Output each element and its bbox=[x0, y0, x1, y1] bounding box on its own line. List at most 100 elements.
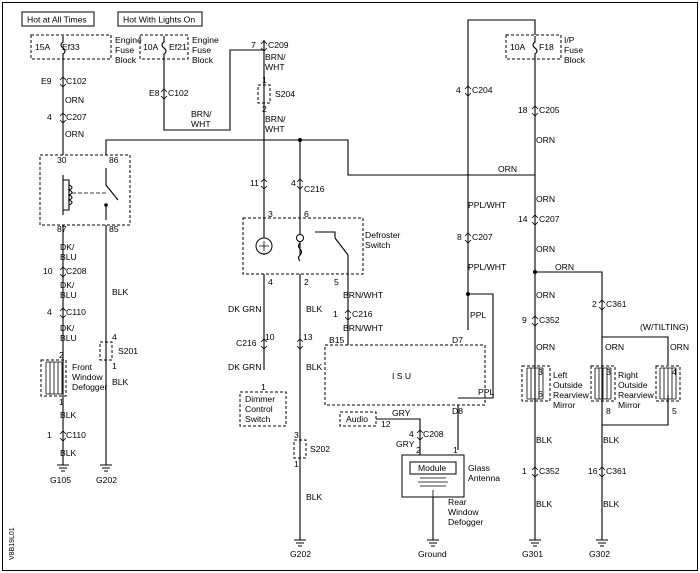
wire-audio-gry bbox=[376, 418, 421, 455]
wire-blk-85-1: BLK bbox=[112, 287, 129, 297]
defroster-pin-5: 5 bbox=[334, 277, 339, 287]
pin-18-c205: 18 bbox=[518, 105, 528, 115]
pin-9-c352: 9 bbox=[522, 315, 527, 325]
wire-brn-wht-c209-b: WHT bbox=[265, 62, 285, 72]
defroster-pin-6: 6 bbox=[304, 209, 309, 219]
connector-c110-top: C110 bbox=[66, 307, 86, 317]
pin-2-c361: 2 bbox=[592, 299, 597, 309]
ground-g202-center-symbol bbox=[294, 539, 306, 547]
relay-pin-86: 86 bbox=[109, 155, 119, 165]
pin-10-c208: 10 bbox=[43, 266, 53, 276]
fuse-ef33-block bbox=[30, 34, 112, 60]
right-mirror-label-2: Outside bbox=[618, 380, 648, 390]
defroster-switch-label-2: Switch bbox=[365, 240, 391, 250]
wire-blk-front-1: BLK bbox=[60, 410, 77, 420]
fuse-ef21-id: Ef21 bbox=[169, 42, 187, 52]
fuse-ef33-id: Ef33 bbox=[62, 42, 80, 52]
tilting-mirror-box bbox=[655, 365, 681, 402]
wire-blk-85-2: BLK bbox=[112, 377, 129, 387]
wire-gry-1: GRY bbox=[392, 408, 411, 418]
connector-c205: C205 bbox=[539, 105, 560, 115]
right-mirror-label-1: Right bbox=[618, 370, 639, 380]
pin-14-c207: 14 bbox=[518, 214, 528, 224]
wire-dk-blu-3b: BLU bbox=[60, 333, 77, 343]
splice-s201-box bbox=[99, 341, 113, 361]
wire-dk-blu-2a: DK/ bbox=[60, 280, 75, 290]
connector-c208-left: C208 bbox=[66, 266, 87, 276]
splice-s201: S201 bbox=[118, 346, 138, 356]
connector-c352-top: C352 bbox=[539, 315, 560, 325]
wire-orn-bus: ORN bbox=[498, 164, 517, 174]
connector-chevrons bbox=[59, 40, 606, 478]
wire-brn-wht-s204-a: BRN/ bbox=[265, 114, 286, 124]
wire-orn-left: ORN bbox=[65, 95, 84, 105]
pin-4-c204: 4 bbox=[456, 85, 461, 95]
connector-c208-mid: C208 bbox=[423, 429, 444, 439]
pin-7-c209: 7 bbox=[251, 40, 256, 50]
fuse-ef21-symbol bbox=[161, 36, 167, 60]
relay-block bbox=[39, 154, 131, 226]
tilting-mirror-pin-4: 4 bbox=[672, 367, 677, 377]
connector-c361-bottom: C361 bbox=[606, 466, 627, 476]
connector-c204: C204 bbox=[472, 85, 493, 95]
module-box bbox=[409, 461, 457, 475]
ground-symbol bbox=[427, 539, 439, 547]
left-mirror-grid bbox=[526, 367, 544, 400]
relay-coil bbox=[62, 175, 73, 215]
right-mirror-label-4: Mirror bbox=[618, 400, 641, 410]
wire-dk-grn-1: DK GRN bbox=[228, 304, 261, 314]
fuse-ef21-label-1: Engine bbox=[192, 35, 219, 45]
wire-ef21-down bbox=[163, 49, 264, 131]
connector-c102-left: C102 bbox=[66, 76, 87, 86]
wire-dk-blu-2b: BLU bbox=[60, 290, 77, 300]
fuse-ef33-label-2: Fuse bbox=[115, 45, 134, 55]
pin-e9: E9 bbox=[41, 76, 52, 86]
wire-orn-c205: ORN bbox=[536, 135, 555, 145]
fuse-f18-label-2: Fuse bbox=[564, 45, 583, 55]
pin-4-c208: 4 bbox=[409, 429, 414, 439]
fuse-f18-label-1: I/P bbox=[564, 35, 575, 45]
splice-s201-pin-1: 1 bbox=[112, 361, 117, 371]
front-defogger-label-3: Defogger bbox=[72, 382, 107, 392]
defroster-switch-label-1: Defroster bbox=[365, 230, 400, 240]
wire-blk-left-mirror: BLK bbox=[536, 435, 553, 445]
ground-g105-symbol bbox=[57, 464, 69, 472]
glass-antenna-label-1: Glass bbox=[468, 463, 490, 473]
ground-g301-symbol bbox=[529, 539, 541, 547]
pin-16-c361: 16 bbox=[588, 466, 598, 476]
ground-g202-left: G202 bbox=[96, 475, 117, 485]
right-mirror-pin-3: 3 bbox=[606, 367, 611, 377]
defroster-lamp-filament bbox=[259, 241, 269, 251]
connector-c216-top: C216 bbox=[304, 184, 325, 194]
dimmer-label-3: Switch bbox=[245, 414, 271, 424]
antenna-pin-1: 1 bbox=[453, 445, 458, 455]
wire-orn-tilting: ORN bbox=[670, 342, 689, 352]
left-mirror-label-3: Rearview bbox=[553, 390, 590, 400]
fuse-f18-label-3: Block bbox=[564, 55, 586, 65]
right-mirror-box bbox=[590, 365, 616, 402]
splice-s202-pin-3: 3 bbox=[294, 430, 299, 440]
antenna-pin-2: 2 bbox=[416, 445, 421, 455]
wire-relay-86-bus bbox=[105, 139, 535, 176]
wire-ppl-2: PPL bbox=[478, 387, 494, 397]
wire-brn-wht-5: BRN/WHT bbox=[343, 290, 384, 300]
connector-c209: C209 bbox=[268, 40, 289, 50]
wire-brn-wht-loop-a: BRN/ bbox=[191, 109, 212, 119]
pin-11-c216: 11 bbox=[250, 178, 259, 188]
right-mirror-label-3: Rearview bbox=[618, 390, 655, 400]
splice-dot-bus bbox=[298, 138, 302, 142]
front-defogger-label-1: Front bbox=[72, 362, 93, 372]
rear-defogger-grid-icon bbox=[418, 477, 448, 500]
pin-e8: E8 bbox=[149, 88, 160, 98]
left-mirror-label-4: Mirror bbox=[553, 400, 576, 410]
splice-s204-pin-1: 1 bbox=[262, 75, 267, 85]
wire-orn-to-right-mirror bbox=[535, 271, 603, 540]
pin-13-c216: 13 bbox=[303, 332, 313, 342]
connector-c207-right: C207 bbox=[539, 214, 560, 224]
relay-contact-dot bbox=[104, 203, 108, 207]
wire-dk-blu-1a: DK/ bbox=[60, 242, 75, 252]
fuse-f18-symbol bbox=[532, 36, 538, 60]
hot-at-all-times-label: Hot at All Times bbox=[27, 15, 87, 25]
tilting-mirror-pin-5: 5 bbox=[672, 406, 677, 416]
audio-label: Audio bbox=[346, 414, 368, 424]
